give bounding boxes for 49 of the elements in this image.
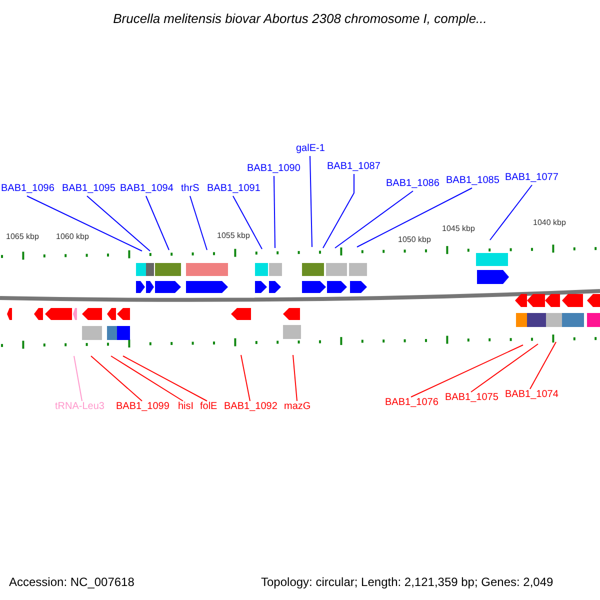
gene-label: BAB1_1074	[505, 389, 558, 401]
gene-label: BAB1_1099	[116, 401, 170, 413]
gene-label: galE-1	[296, 143, 325, 155]
leader-line	[190, 196, 208, 250]
leader-line	[26, 196, 142, 252]
axis-label: 1065 kbp	[6, 232, 39, 241]
leader-line	[322, 174, 354, 248]
gene-label: BAB1_1090	[247, 163, 300, 175]
axis-label: 1055 kbp	[217, 231, 250, 240]
leader-line	[232, 196, 262, 250]
gene-label: BAB1_1075	[445, 392, 498, 404]
gene-label: mazG	[284, 401, 311, 413]
gene-label: tRNA-Leu3	[55, 401, 104, 413]
leader-line	[86, 196, 150, 252]
gene-label: BAB1_1087	[327, 161, 380, 173]
leader-line	[470, 344, 538, 392]
leader-line	[110, 356, 184, 402]
accession-text: Accession: NC_007618	[9, 575, 134, 589]
leader-line	[410, 344, 524, 398]
gene-label: BAB1_1095	[62, 183, 116, 195]
gene-label: BAB1_1076	[385, 397, 438, 409]
gene-label: BAB1_1077	[505, 172, 558, 184]
gene-label: folE	[200, 401, 218, 413]
summary-text: Topology: circular; Length: 2,121,359 bp; Genes: 2,049	[261, 575, 554, 589]
leader-line	[274, 176, 276, 248]
axis-label: 1060 kbp	[56, 232, 89, 241]
leader-line	[356, 188, 472, 248]
leader-line	[146, 196, 170, 250]
leader-line	[90, 356, 142, 402]
gene-label: hisI	[178, 401, 194, 413]
leader-line	[334, 190, 414, 248]
leader-line	[122, 356, 208, 402]
leader-line	[292, 354, 298, 402]
leader-line	[310, 156, 312, 248]
gene-label: BAB1_1092	[224, 401, 278, 413]
axis-label: 1045 kbp	[442, 224, 475, 233]
axis-label: 1050 kbp	[398, 235, 431, 244]
gene-label: BAB1_1086	[386, 178, 440, 190]
leader-line	[490, 184, 532, 240]
gene-label: BAB1_1085	[446, 175, 500, 187]
axis-label: 1040 kbp	[533, 218, 566, 227]
title: Brucella melitensis biovar Abortus 2308 chromosome I, comple...	[112, 11, 488, 26]
leader-line	[530, 342, 556, 390]
gene-label: BAB1_1091	[207, 183, 260, 195]
gene-label: BAB1_1096	[1, 183, 54, 195]
gene-label: BAB1_1094	[120, 183, 174, 195]
leader-line	[240, 354, 250, 402]
leader-line	[74, 356, 82, 402]
gene-label: thrS	[181, 183, 200, 195]
